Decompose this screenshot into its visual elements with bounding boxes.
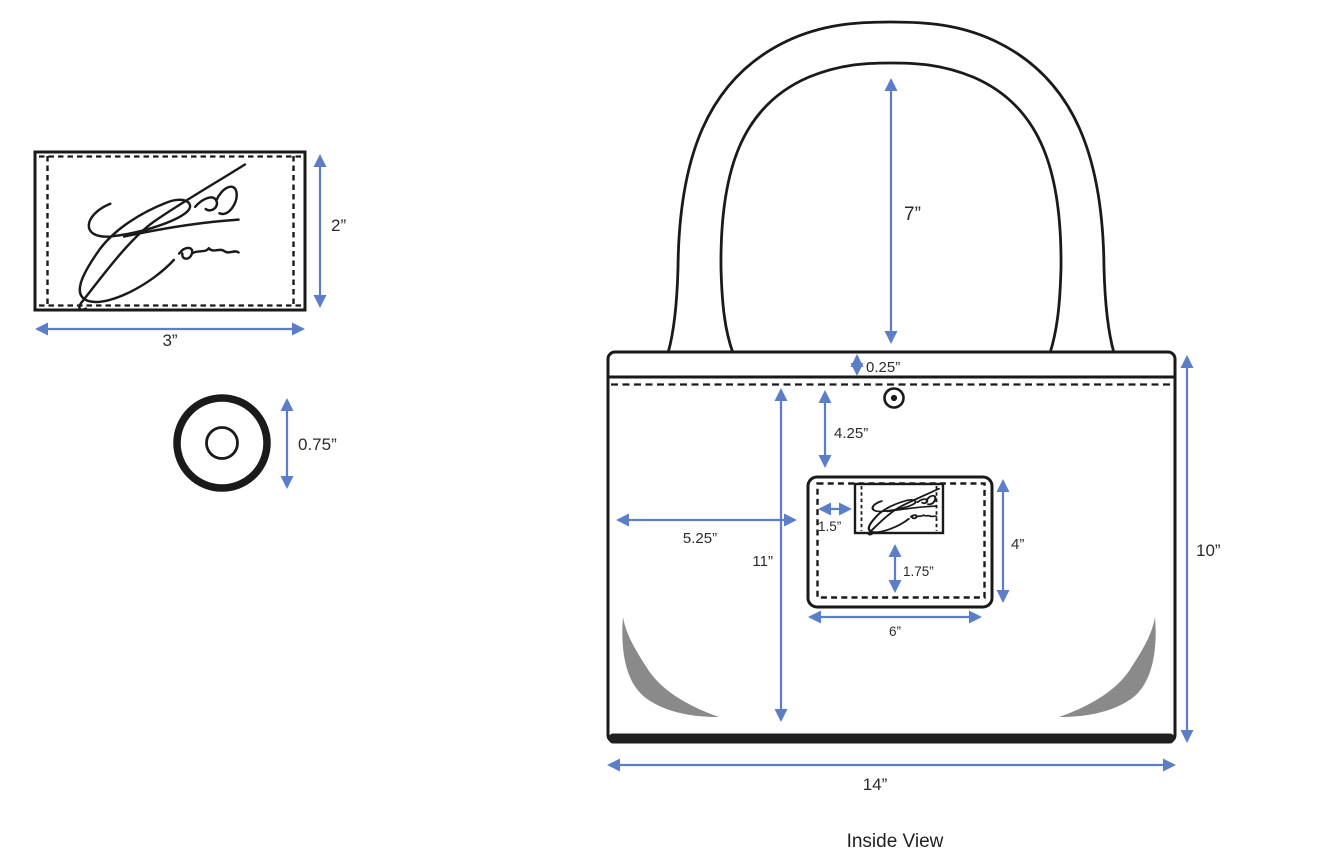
dim-snap-diameter: 0.75” — [280, 398, 337, 489]
dim-pocket-top-offset-label: 4.25” — [834, 425, 868, 442]
dim-pocket-width-label: 6” — [889, 624, 901, 639]
dim-label-height: 2” — [313, 154, 346, 308]
dim-pocket-width: 6” — [808, 610, 982, 639]
snap-detail: 0.75” — [173, 394, 337, 492]
dim-inner-height: 11” — [752, 388, 788, 722]
view-caption: Inside View — [847, 831, 944, 852]
dim-label-bottom-offset: 1.75” — [888, 544, 934, 593]
snap-outer-circle — [173, 394, 271, 492]
dim-label-width: 3” — [35, 322, 305, 350]
pocket-stitch — [816, 482, 986, 599]
dim-bag-height: 10” — [1180, 355, 1221, 743]
dim-inner-height-label: 11” — [752, 553, 773, 570]
dim-label-height-label: 2” — [331, 216, 346, 235]
dim-label-left-inset-label: 1.5” — [818, 519, 841, 534]
bag-bottom-edge — [609, 733, 1174, 744]
dim-pocket-height: 4” — [996, 479, 1024, 603]
snap-button-center — [890, 394, 898, 402]
dim-snap-label: 0.75” — [298, 435, 337, 454]
dim-handle-drop: 7” — [884, 78, 921, 344]
dim-label-width-label: 3” — [162, 331, 177, 350]
label-outline — [33, 150, 307, 312]
dim-label-bottom-offset-label: 1.75” — [903, 564, 934, 579]
dim-band-height: 0.25” — [850, 354, 900, 376]
inside-pocket — [806, 475, 994, 609]
dim-pocket-top-offset: 4.25” — [818, 390, 868, 468]
dim-bag-width: 14” — [607, 758, 1176, 794]
dim-label-left-inset: 1.5” — [818, 502, 852, 534]
snap-button — [883, 387, 905, 409]
dim-pocket-height-label: 4” — [1011, 536, 1024, 553]
label-detail: 2” 3” — [33, 150, 346, 350]
dim-band-height-label: 0.25” — [866, 359, 900, 376]
dim-pocket-center-offset: 5.25” — [616, 513, 797, 547]
snap-inner-circle — [205, 426, 239, 460]
dim-pocket-center-offset-label: 5.25” — [683, 530, 717, 547]
dim-handle-drop-label: 7” — [904, 204, 921, 225]
dim-bag-height-label: 10” — [1196, 541, 1221, 560]
dim-bag-width-label: 14” — [863, 775, 888, 794]
